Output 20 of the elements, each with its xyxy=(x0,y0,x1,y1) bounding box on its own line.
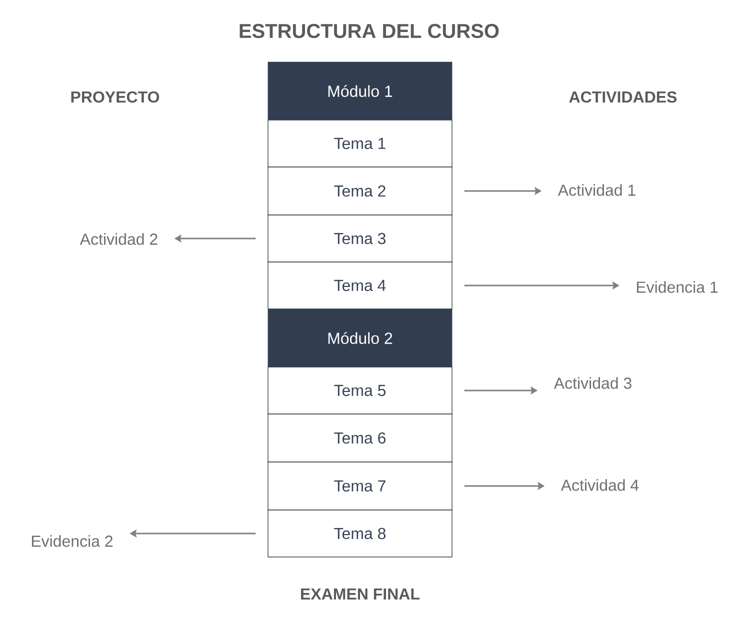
module-box: Módulo 2 xyxy=(268,308,452,368)
output-label: Evidencia 2 xyxy=(32,535,113,547)
topic-box: Tema 6 xyxy=(268,414,452,462)
topic-box: Tema 4 xyxy=(268,262,452,310)
output-label: Actividad 4 xyxy=(560,479,639,491)
topic-box: Tema 8 xyxy=(268,510,452,558)
topic-box: Tema 7 xyxy=(268,462,452,510)
topic-box: Tema 1 xyxy=(268,120,452,168)
section-heading: EXAMEN FINAL xyxy=(301,588,420,600)
title: ESTRUCTURA DEL CURSO xyxy=(240,24,499,38)
section-heading: ACTIVIDADES xyxy=(569,91,677,103)
module-box: Módulo 1 xyxy=(268,62,452,120)
topic-box: Tema 3 xyxy=(268,214,452,262)
output-label: Actividad 1 xyxy=(558,184,636,196)
output-label: Actividad 3 xyxy=(554,377,632,389)
output-label: Actividad 2 xyxy=(80,233,158,245)
topic-box: Tema 2 xyxy=(268,166,452,216)
topic-box: Tema 5 xyxy=(268,366,452,414)
output-label: Evidencia 1 xyxy=(636,281,718,293)
section-heading: PROYECTO xyxy=(71,91,160,103)
